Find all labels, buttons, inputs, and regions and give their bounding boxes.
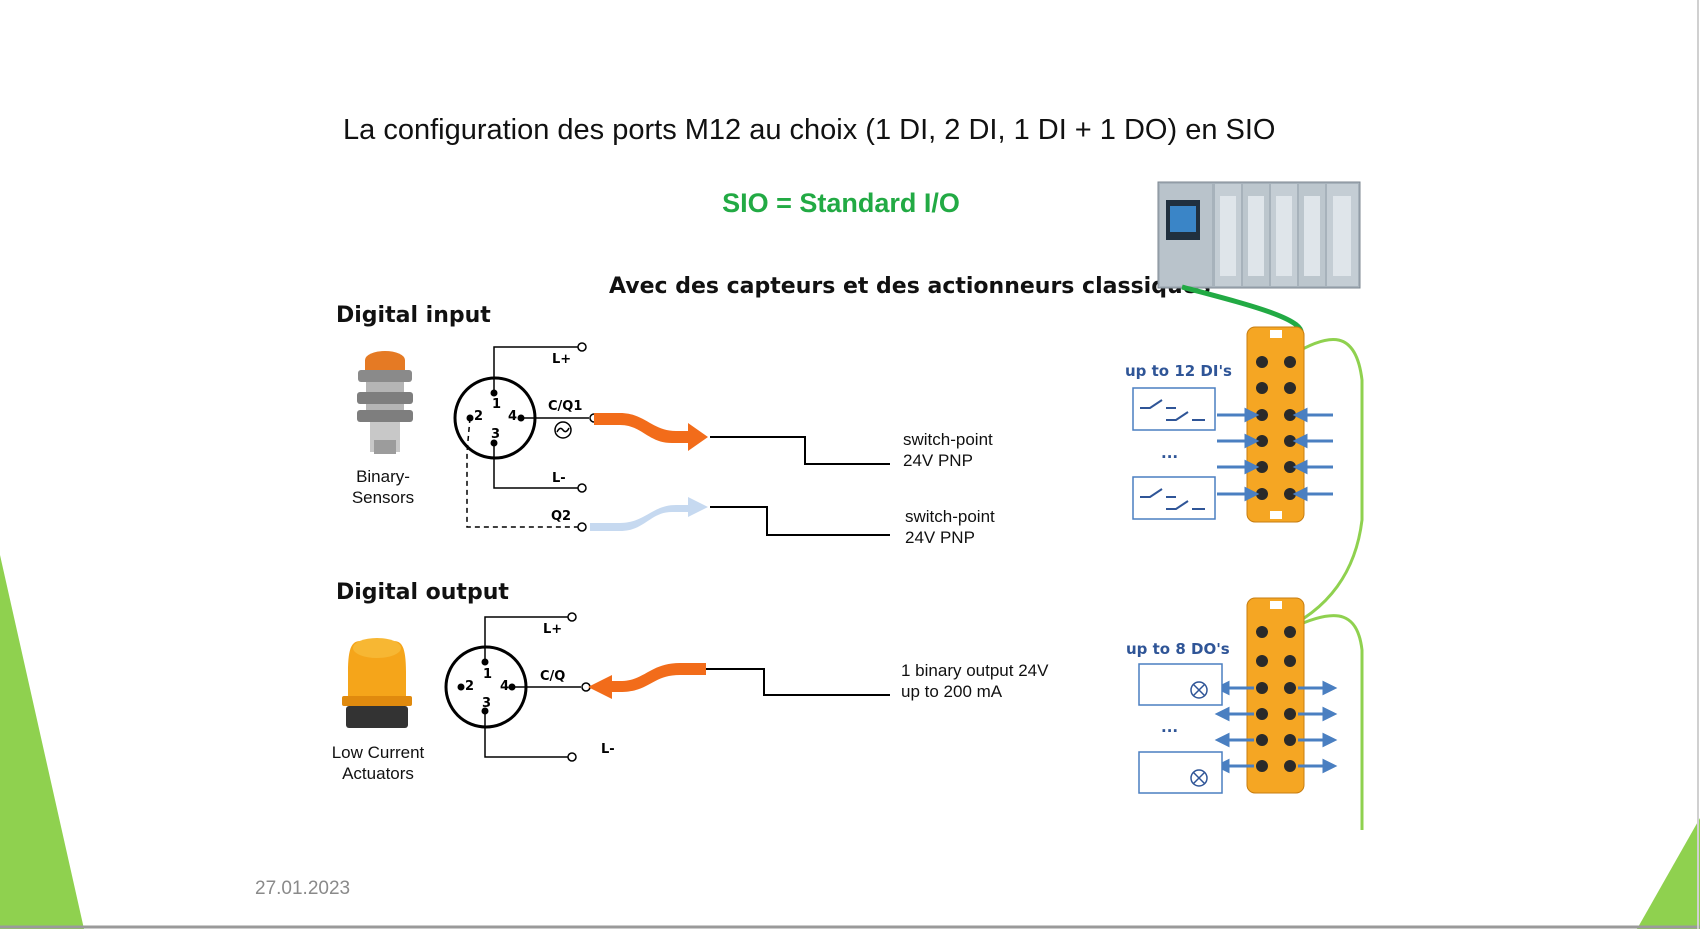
do-lamp-box-bottom	[1138, 751, 1223, 794]
input-terminal-q2: Q2	[551, 509, 571, 524]
input-pin-2: 2	[474, 409, 483, 424]
do-lamp-box-top	[1138, 663, 1223, 706]
footer-date: 27.01.2023	[255, 878, 350, 899]
input1-signal-label-line1: switch-point	[903, 430, 993, 449]
input-terminal-lminus: L-	[552, 471, 566, 486]
actuator-label-line2: Actuators	[342, 764, 414, 783]
di-capacity-label: up to 12 DI's	[1125, 362, 1232, 380]
input-terminal-cq1: C/Q1	[548, 399, 582, 414]
sensor-label-line1: Binary-	[356, 467, 410, 486]
output-signal-label-line1: 1 binary output 24V	[901, 661, 1049, 680]
do-capacity-label: up to 8 DO's	[1126, 640, 1230, 658]
actuator-label-line1: Low Current	[332, 743, 425, 762]
output-pin-1: 1	[483, 667, 492, 682]
intro-text: Avec des capteurs et des actionneurs cla…	[609, 274, 1211, 299]
input2-signal-label-line1: switch-point	[905, 507, 995, 526]
input1-waveform	[710, 436, 890, 465]
do-ellipsis: ...	[1161, 718, 1178, 736]
input2-signal-arrow	[590, 497, 708, 531]
do-output-arrows	[1214, 680, 1338, 774]
digital-input-heading: Digital input	[336, 303, 491, 328]
output-terminal-cq: C/Q	[540, 669, 565, 684]
output-terminal-lplus: L+	[543, 622, 562, 637]
output-pin-4: 4	[500, 679, 509, 694]
output-terminal-lminus: L-	[601, 742, 615, 757]
input-pin-1: 1	[492, 397, 501, 412]
di-switch-box-top	[1132, 387, 1216, 431]
slide-title: La configuration des ports M12 au choix …	[343, 114, 1275, 146]
binary-sensor-icon	[357, 351, 413, 454]
digital-output-heading: Digital output	[336, 580, 509, 605]
input1-signal-label-line2: 24V PNP	[903, 451, 973, 470]
output-signal-arrow	[588, 663, 706, 699]
sio-subtitle: SIO = Standard I/O	[722, 188, 960, 218]
bus-cable-daisy	[1277, 338, 1364, 634]
input-wiring	[466, 346, 589, 528]
input-pin-4: 4	[508, 409, 517, 424]
input2-waveform	[710, 506, 890, 536]
input-terminal-lplus: L+	[552, 352, 571, 367]
di-ellipsis: ...	[1161, 444, 1178, 462]
input-terminals	[577, 342, 599, 532]
right-corner-shape	[1637, 818, 1700, 929]
di-module-icon	[1246, 326, 1305, 523]
output-pin-2: 2	[465, 679, 474, 694]
di-input-arrows	[1217, 407, 1333, 502]
output-wiring	[484, 616, 581, 758]
left-corner-shape	[0, 555, 84, 929]
di-switch-box-bottom	[1132, 476, 1216, 520]
bus-cable-out	[1291, 614, 1364, 830]
input-pin-3: 3	[491, 427, 500, 442]
ground-symbol-icon	[554, 421, 572, 439]
input1-signal-arrow	[594, 413, 708, 451]
output-signal-label-line2: up to 200 mA	[901, 682, 1003, 701]
output-terminals	[567, 612, 591, 762]
do-module-icon	[1246, 597, 1305, 794]
output-waveform	[706, 668, 890, 696]
output-pin-3: 3	[482, 696, 491, 711]
input2-signal-label-line2: 24V PNP	[905, 528, 975, 547]
warning-beacon-icon	[342, 638, 412, 728]
plc-controller-icon	[1157, 181, 1361, 289]
sensor-label-line2: Sensors	[352, 488, 414, 507]
